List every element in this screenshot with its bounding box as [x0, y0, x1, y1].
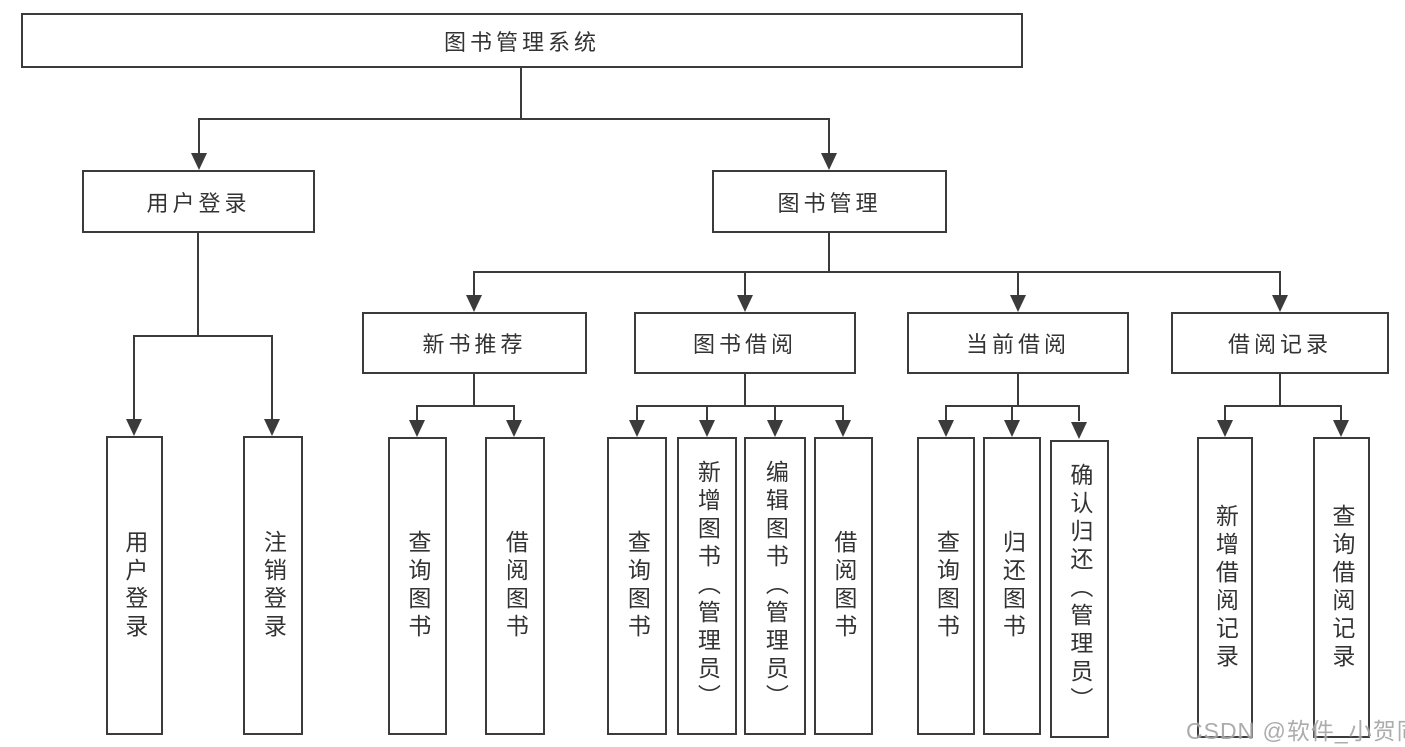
arrowhead-icon [126, 419, 142, 436]
node-user-login: 用户登录 [82, 170, 315, 233]
connector-drop [1017, 271, 1019, 296]
connector-drop [473, 271, 475, 296]
arrowhead-icon [629, 420, 645, 437]
leaf-recommend-borrow-books: 借阅图书 [485, 437, 545, 735]
leaf-recommend-query-books: 查询图书 [388, 437, 447, 735]
connector-drop [774, 405, 776, 421]
arrowhead-icon [938, 420, 954, 437]
leaf-add-borrow-record: 新增借阅记录 [1197, 437, 1253, 738]
connector-login-branch [133, 335, 273, 337]
connector-drop [1011, 405, 1013, 421]
connector-drop-mgmt [828, 118, 830, 156]
connector-drop [706, 405, 708, 421]
arrowhead-icon [699, 420, 715, 437]
leaf-borrow-query-books: 查询图书 [607, 437, 667, 735]
arrowhead-icon [466, 295, 482, 312]
arrowhead-icon [737, 295, 753, 312]
leaf-add-book-admin: 新增图书（管理员） [677, 437, 737, 735]
arrowhead-icon [506, 420, 522, 437]
connector-drop [1340, 405, 1342, 421]
connector-drop [1078, 405, 1080, 421]
connector-mgmt-stem [828, 233, 830, 273]
connector-drop [744, 271, 746, 296]
connector-borrow-branch [636, 405, 844, 407]
node-current-borrow: 当前借阅 [907, 312, 1129, 374]
arrowhead-icon [1333, 420, 1349, 437]
connector-records-stem [1279, 374, 1281, 407]
arrowhead-icon [264, 419, 280, 436]
arrowhead-icon [409, 420, 425, 437]
connector-drop [842, 405, 844, 421]
arrowhead-icon [1004, 420, 1020, 437]
connector-recommend-stem [473, 374, 475, 407]
connector-root-stem [520, 68, 522, 119]
arrowhead-icon [191, 153, 207, 170]
arrowhead-icon [1071, 422, 1087, 439]
connector-records-branch [1224, 405, 1341, 407]
connector-recommend-branch [416, 405, 514, 407]
connector-login-stem [197, 233, 199, 335]
connector-root-branch [198, 118, 830, 120]
arrowhead-icon [1272, 295, 1288, 312]
leaf-logout: 注销登录 [243, 436, 303, 735]
connector-drop [513, 405, 515, 421]
arrowhead-icon [1217, 420, 1233, 437]
leaf-edit-book-admin: 编辑图书（管理员） [744, 437, 806, 735]
connector-drop [133, 335, 135, 420]
node-book-borrow: 图书借阅 [634, 312, 856, 374]
connector-borrow-stem [744, 374, 746, 407]
connector-drop [271, 335, 273, 420]
node-book-management: 图书管理 [712, 170, 947, 233]
node-borrow-records: 借阅记录 [1171, 312, 1389, 374]
connector-drop [1224, 405, 1226, 421]
connector-drop [416, 405, 418, 421]
leaf-query-borrow-record: 查询借阅记录 [1313, 437, 1370, 738]
connector-current-stem [1017, 374, 1019, 407]
leaf-user-login: 用户登录 [106, 436, 163, 735]
connector-mgmt-branch [473, 271, 1281, 273]
leaf-borrow-book: 借阅图书 [814, 437, 873, 735]
arrowhead-icon [767, 420, 783, 437]
leaf-return-book: 归还图书 [983, 437, 1041, 735]
arrowhead-icon [1010, 295, 1026, 312]
node-new-book-recommend: 新书推荐 [362, 312, 587, 374]
node-root-system: 图书管理系统 [21, 13, 1023, 68]
leaf-current-query-books: 查询图书 [917, 437, 975, 735]
connector-drop [945, 405, 947, 421]
arrowhead-icon [821, 153, 837, 170]
csdn-watermark: CSDN @软件_小贺同学 [1186, 718, 1405, 744]
leaf-confirm-return-admin: 确认归还（管理员） [1050, 440, 1109, 738]
arrowhead-icon [835, 420, 851, 437]
connector-drop-login [198, 118, 200, 156]
connector-drop [636, 405, 638, 421]
connector-drop [1279, 271, 1281, 296]
